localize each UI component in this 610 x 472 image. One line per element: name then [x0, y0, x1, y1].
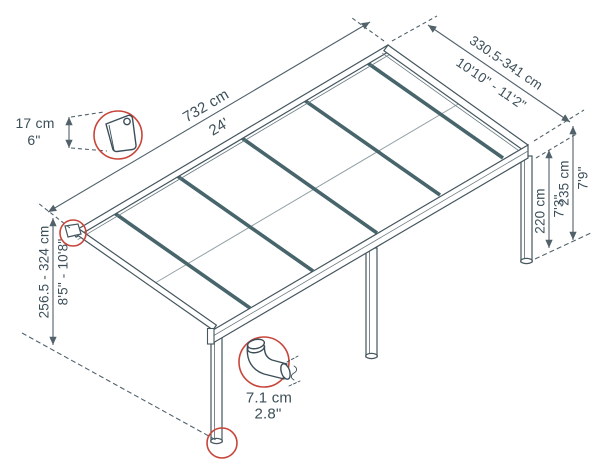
highlight-circles — [59, 110, 290, 459]
gutter-height-label-imperial: 6" — [27, 132, 41, 148]
gutter-endcap-hole — [123, 117, 131, 126]
front-gutter-ridge — [212, 150, 529, 337]
gutter-height-label-metric: 17 cm — [15, 115, 55, 131]
post-middle — [365, 247, 378, 358]
elbow-diameter-marks — [286, 355, 301, 387]
extension-right-corner-top — [533, 109, 585, 142]
gutter-endcap-inner-edge — [108, 124, 115, 151]
depth-dimension-line — [427, 24, 571, 123]
post-front-right-foot — [520, 257, 533, 265]
ground-dashed-left — [21, 332, 217, 441]
elbow-opening-top — [246, 338, 266, 350]
gutter-endcap-icon — [105, 114, 137, 153]
ground-lines — [21, 231, 594, 441]
post-front-right — [520, 155, 533, 263]
extension-gutter-icon-bottom — [70, 147, 108, 152]
extension-left-corner — [37, 202, 71, 229]
width-dimension-line — [47, 21, 371, 213]
rafter — [108, 208, 252, 310]
downpipe-elbow-icon — [246, 338, 301, 387]
extension-top-corner-right — [391, 15, 438, 42]
elbow-opening-right — [280, 363, 291, 380]
front-height-label-metric: 235 cm — [556, 160, 572, 206]
clearance-height-label-metric: 220 cm — [532, 188, 548, 234]
downpipe-label-imperial: 2.8" — [254, 405, 282, 423]
back-height-label-metric: 256.5 - 324 cm — [36, 225, 52, 319]
dimension-lines — [47, 21, 577, 345]
highlight-circle-downpipe — [238, 336, 290, 388]
highlight-circle-corner — [59, 219, 87, 247]
gutter-endcap-front — [206, 327, 215, 345]
post-front-left — [210, 333, 223, 443]
elbow-body-inner — [263, 345, 288, 365]
back-height-label-imperial: 8'5" - 10'8" — [55, 238, 71, 306]
ground-dashed-right — [534, 231, 594, 260]
downpipe-label-metric: 7.1 cm — [245, 389, 293, 407]
post-front-left-foot — [210, 437, 223, 445]
post-middle-foot — [365, 352, 378, 360]
highlight-circle-post-base — [206, 427, 238, 459]
extension-gutter-icon-top — [70, 111, 105, 118]
extension-right-gutter-level — [535, 132, 579, 159]
highlight-circle-gutter-endcap — [93, 110, 143, 160]
front-height-label-imperial: 7'9" — [575, 166, 591, 190]
